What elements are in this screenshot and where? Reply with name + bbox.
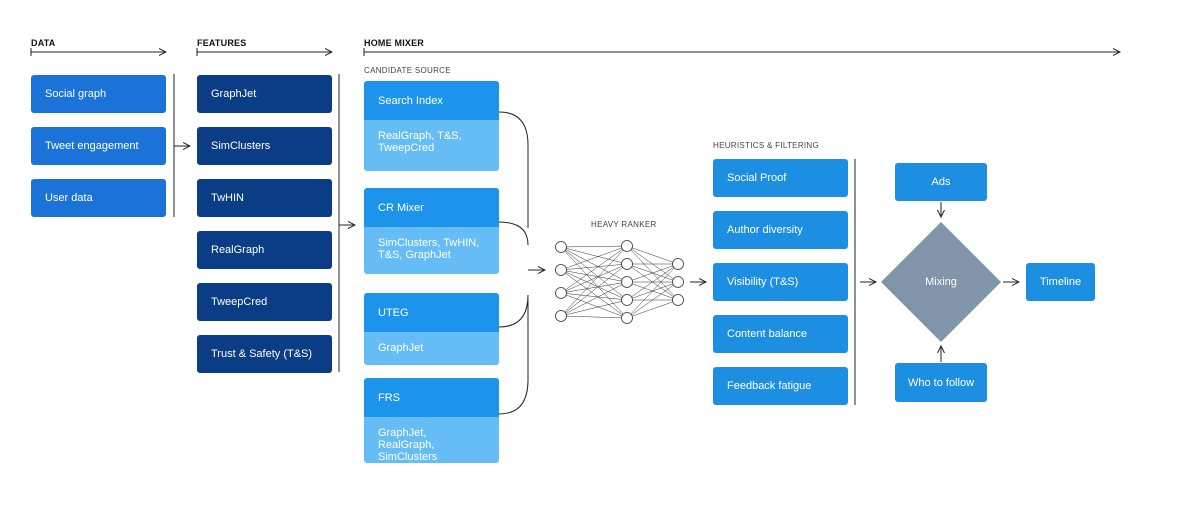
candidate-search-index: Search Index RealGraph, T&S, TweepCred <box>364 81 499 171</box>
candidate-detail: GraphJet, RealGraph, SimClusters <box>364 417 499 463</box>
data-item-tweet-engagement: Tweet engagement <box>31 127 166 165</box>
candidate-name: Search Index <box>364 81 499 120</box>
feature-trust-safety: Trust & Safety (T&S) <box>197 335 332 373</box>
candidate-detail: GraphJet <box>364 332 499 365</box>
heuristic-social-proof: Social Proof <box>713 159 848 197</box>
feature-simclusters: SimClusters <box>197 127 332 165</box>
timeline-box: Timeline <box>1026 263 1095 301</box>
feature-graphjet: GraphJet <box>197 75 332 113</box>
candidate-frs: FRS GraphJet, RealGraph, SimClusters <box>364 378 499 463</box>
mixing-diamond <box>881 222 1001 342</box>
feature-tweepcred: TweepCred <box>197 283 332 321</box>
ads-box: Ads <box>895 163 987 201</box>
candidate-name: UTEG <box>364 293 499 332</box>
candidate-cr-mixer: CR Mixer SimClusters, TwHIN, T&S, GraphJ… <box>364 188 499 274</box>
data-header: DATA <box>31 38 56 48</box>
candidate-uteg: UTEG GraphJet <box>364 293 499 365</box>
feature-twhin: TwHIN <box>197 179 332 217</box>
candidate-name: CR Mixer <box>364 188 499 227</box>
features-header: FEATURES <box>197 38 247 48</box>
candidate-detail: SimClusters, TwHIN, T&S, GraphJet <box>364 227 499 274</box>
candidate-source-header: CANDIDATE SOURCE <box>364 66 451 75</box>
candidate-name: FRS <box>364 378 499 417</box>
data-item-user-data: User data <box>31 179 166 217</box>
heuristics-header: HEURISTICS & FILTERING <box>713 141 820 150</box>
heavy-ranker-label: HEAVY RANKER <box>591 220 657 229</box>
who-to-follow-box: Who to follow <box>895 363 987 402</box>
data-item-social-graph: Social graph <box>31 75 166 113</box>
mixing-label: Mixing <box>925 276 957 288</box>
candidate-detail: RealGraph, T&S, TweepCred <box>364 120 499 171</box>
home-mixer-header: HOME MIXER <box>364 38 425 48</box>
heavy-ranker-network <box>555 240 684 324</box>
feature-realgraph: RealGraph <box>197 231 332 269</box>
heuristic-author-diversity: Author diversity <box>713 211 848 249</box>
heuristic-feedback-fatigue: Feedback fatigue <box>713 367 848 405</box>
heuristic-content-balance: Content balance <box>713 315 848 353</box>
heuristic-visibility: Visibility (T&S) <box>713 263 848 301</box>
